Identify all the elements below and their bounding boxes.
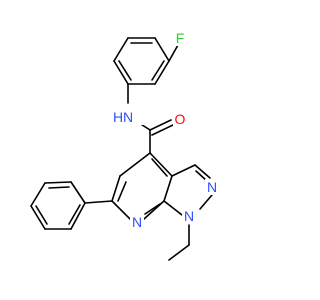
bond — [154, 37, 170, 62]
bond — [111, 175, 121, 202]
atom-label-pyridine-nitrogen: N — [132, 214, 142, 230]
bond — [84, 200, 113, 204]
bond — [111, 200, 131, 220]
bond — [144, 203, 161, 215]
bond — [113, 60, 129, 85]
bond — [70, 181, 86, 204]
bond — [151, 124, 174, 136]
label-backdrop — [182, 208, 196, 224]
label-backdrop — [173, 111, 186, 127]
bond — [68, 204, 81, 225]
label-backdrop — [205, 179, 219, 195]
atom-label-fluorine: F — [176, 30, 185, 46]
bond — [151, 60, 165, 81]
bond — [35, 205, 48, 225]
bond — [118, 60, 132, 81]
atom-label-pyrazole-n1: N — [184, 208, 194, 224]
bond — [163, 175, 173, 202]
molecule-canvas: F N H O N N N — [30, 30, 219, 261]
structure-diagram: F N H O N N N — [30, 30, 219, 261]
bond — [151, 158, 168, 177]
bond-layer — [30, 37, 213, 261]
atom-label-amide-nitrogen: N — [123, 109, 133, 125]
bond — [199, 194, 213, 210]
bond — [117, 181, 127, 202]
bond — [44, 181, 72, 184]
bond — [149, 152, 173, 177]
bond — [30, 205, 46, 230]
bond — [119, 152, 151, 177]
bond — [113, 37, 129, 62]
atom-label-amide-hydrogen: H — [113, 109, 123, 125]
atom-label-oxygen: O — [175, 111, 186, 127]
atom-label-layer: F N H O N N N — [113, 30, 219, 230]
bond — [168, 244, 190, 261]
bond — [171, 164, 196, 177]
bond — [48, 186, 70, 189]
bond — [154, 60, 170, 85]
bond — [194, 164, 211, 179]
bond — [143, 200, 165, 220]
bond — [168, 44, 179, 62]
bond — [163, 200, 183, 216]
label-backdrop — [130, 214, 144, 230]
bond — [70, 202, 86, 230]
bond — [30, 182, 46, 207]
bond — [149, 119, 172, 131]
label-backdrop — [121, 109, 147, 125]
atom-label-pyrazole-n2: N — [207, 179, 217, 195]
label-backdrop — [174, 30, 186, 46]
